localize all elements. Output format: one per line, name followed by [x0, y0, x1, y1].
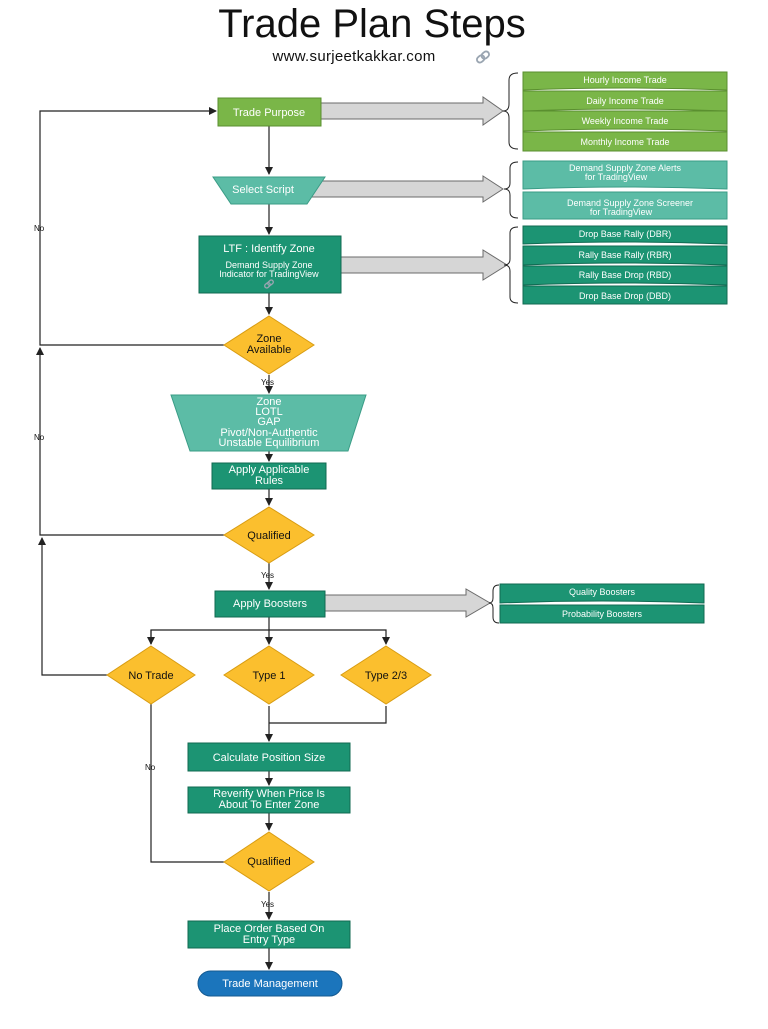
zone-pattern-dbr: Drop Base Rally (DBR)	[522, 225, 728, 245]
decision-qualified-1: Qualified	[223, 506, 315, 564]
no-label-1: No	[34, 224, 45, 233]
script-option-screener: Demand Supply Zone Screener for TradingV…	[522, 191, 728, 220]
script-option-alerts: Demand Supply Zone Alerts for TradingVie…	[522, 160, 728, 190]
svg-text:Daily Income Trade: Daily Income Trade	[586, 96, 664, 106]
svg-text:Trade Management: Trade Management	[222, 978, 318, 990]
link-icon	[264, 279, 274, 289]
svg-text:Zone: Zone	[256, 333, 281, 345]
yes-label-1: Yes	[261, 378, 274, 387]
node-select-script: Select Script	[212, 176, 326, 205]
svg-text:Hourly Income Trade: Hourly Income Trade	[583, 75, 667, 85]
arrow-to-purpose-options	[320, 96, 504, 126]
decision-no-trade: No Trade	[106, 645, 196, 705]
page-title: Trade Plan Steps	[218, 2, 526, 46]
svg-text:Entry Type: Entry Type	[243, 934, 295, 946]
svg-text:Indicator for TradingView: Indicator for TradingView	[219, 269, 319, 279]
svg-text:Pivot/Non-Authentic: Pivot/Non-Authentic	[220, 427, 318, 439]
website-link[interactable]: www.surjeetkakkar.com	[271, 48, 435, 65]
no-label-2: No	[34, 433, 45, 442]
svg-text:Rally Base Rally (RBR): Rally Base Rally (RBR)	[578, 250, 671, 260]
node-apply-boosters: Apply Boosters	[214, 590, 326, 618]
no-label-3: No	[145, 763, 156, 772]
decision-type-1: Type 1	[223, 645, 315, 705]
purpose-option-daily: Daily Income Trade	[522, 90, 728, 112]
arrow-to-script-options	[306, 175, 504, 203]
arrow-to-zone-patterns	[340, 249, 508, 281]
svg-text:Select Script: Select Script	[232, 184, 294, 196]
svg-text:Probability Boosters: Probability Boosters	[562, 609, 643, 619]
yes-label-3: Yes	[261, 900, 274, 909]
svg-text:GAP: GAP	[257, 416, 280, 428]
brace-script	[503, 161, 519, 219]
decision-type-2-3: Type 2/3	[340, 645, 432, 705]
svg-text:Calculate Position Size: Calculate Position Size	[213, 752, 326, 764]
decision-zone-available: Zone Available	[223, 315, 315, 375]
link-icon	[476, 50, 490, 64]
yes-label-2: Yes	[261, 571, 274, 580]
purpose-option-hourly: Hourly Income Trade	[522, 71, 728, 91]
svg-text:Demand Supply Zone Screener: Demand Supply Zone Screener	[567, 198, 693, 208]
node-trade-management: Trade Management	[197, 970, 343, 997]
booster-quality: Quality Boosters	[499, 583, 705, 604]
svg-text:Reverify When Price Is: Reverify When Price Is	[213, 788, 325, 800]
node-ltf-identify-zone: LTF : Identify Zone Demand Supply Zone I…	[198, 235, 342, 294]
node-calculate-position-size: Calculate Position Size	[187, 742, 351, 772]
svg-text:Place Order Based On: Place Order Based On	[214, 923, 325, 935]
brace-zone	[503, 226, 519, 304]
decision-qualified-2: Qualified	[223, 831, 315, 892]
svg-text:Rally Base Drop (RBD): Rally Base Drop (RBD)	[579, 270, 672, 280]
svg-text:Apply Boosters: Apply Boosters	[233, 598, 307, 610]
svg-text:Demand Supply Zone: Demand Supply Zone	[225, 260, 312, 270]
svg-text:No Trade: No Trade	[128, 670, 173, 682]
svg-text:Type 2/3: Type 2/3	[365, 670, 407, 682]
svg-text:Qualified: Qualified	[247, 856, 290, 868]
purpose-option-monthly: Monthly Income Trade	[522, 131, 728, 152]
node-place-order: Place Order Based On Entry Type	[187, 920, 351, 949]
node-reverify: Reverify When Price Is About To Enter Zo…	[187, 786, 351, 814]
brace-purpose	[502, 72, 519, 150]
zone-pattern-rbr: Rally Base Rally (RBR)	[522, 245, 728, 266]
svg-text:Trade Purpose: Trade Purpose	[233, 107, 305, 119]
zone-pattern-rbd: Rally Base Drop (RBD)	[522, 265, 728, 286]
node-trade-purpose: Trade Purpose	[217, 97, 322, 127]
booster-probability: Probability Boosters	[499, 604, 705, 624]
arrow-to-boosters	[324, 588, 491, 618]
svg-text:Demand Supply Zone Alerts: Demand Supply Zone Alerts	[569, 163, 682, 173]
brace-boosters	[488, 584, 500, 624]
svg-text:LOTL: LOTL	[255, 406, 283, 418]
svg-text:Unstable Equilibrium: Unstable Equilibrium	[219, 437, 320, 449]
svg-text:for TradingView: for TradingView	[590, 207, 653, 217]
svg-text:Zone: Zone	[256, 396, 281, 408]
svg-text:Available: Available	[247, 344, 291, 356]
purpose-option-weekly: Weekly Income Trade	[522, 110, 728, 132]
svg-text:for TradingView: for TradingView	[585, 172, 648, 182]
svg-text:Apply Applicable: Apply Applicable	[229, 464, 310, 476]
svg-text:LTF : Identify Zone: LTF : Identify Zone	[223, 243, 315, 255]
svg-text:About To Enter Zone: About To Enter Zone	[219, 799, 320, 811]
svg-text:Rules: Rules	[255, 475, 284, 487]
node-zone-types: Zone LOTL GAP Pivot/Non-Authentic Unstab…	[170, 394, 367, 452]
svg-text:Drop Base Rally (DBR): Drop Base Rally (DBR)	[579, 229, 672, 239]
svg-text:Type 1: Type 1	[252, 670, 285, 682]
node-apply-rules: Apply Applicable Rules	[211, 462, 327, 490]
svg-text:Quality Boosters: Quality Boosters	[569, 587, 636, 597]
svg-text:Qualified: Qualified	[247, 530, 290, 542]
zone-pattern-dbd: Drop Base Drop (DBD)	[522, 285, 728, 305]
svg-text:Monthly Income Trade: Monthly Income Trade	[580, 137, 669, 147]
svg-text:Weekly Income Trade: Weekly Income Trade	[582, 116, 669, 126]
svg-text:Drop Base Drop (DBD): Drop Base Drop (DBD)	[579, 291, 671, 301]
